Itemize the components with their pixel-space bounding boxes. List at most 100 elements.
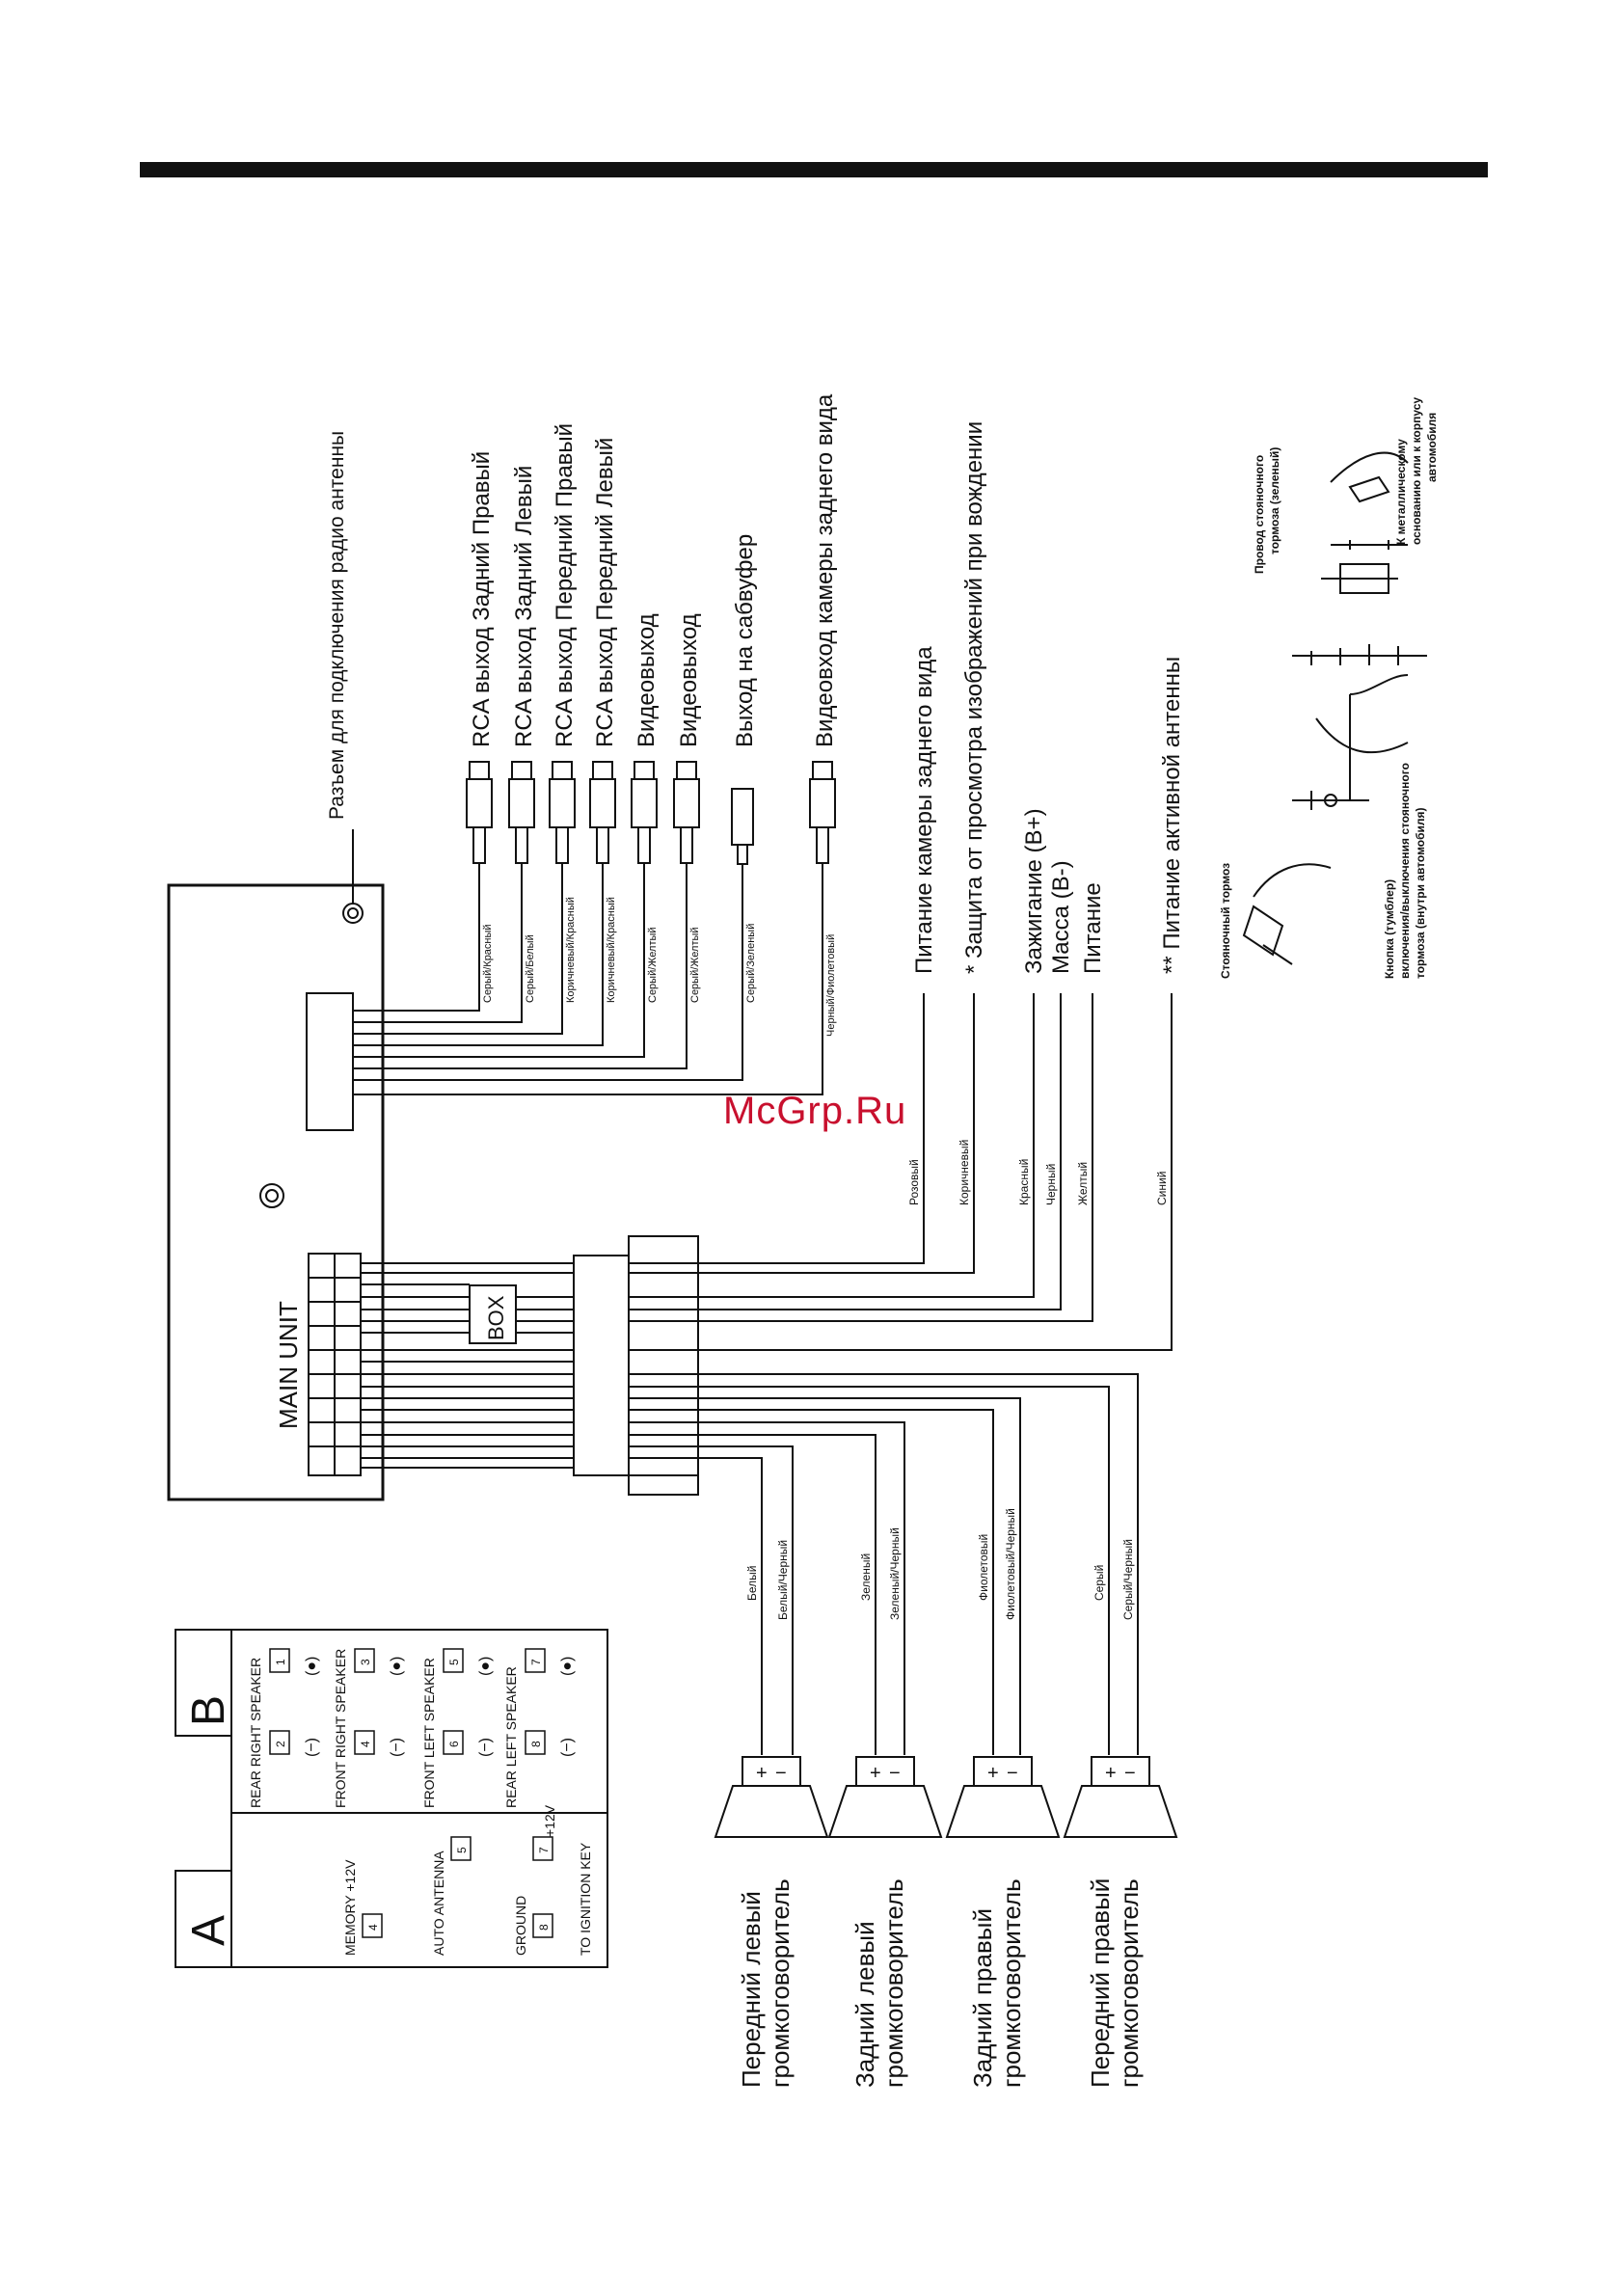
rca-plug-body — [631, 778, 658, 828]
speaker-cone-icon — [945, 1785, 1061, 1838]
antenna-socket-icon — [342, 829, 364, 924]
pin-box — [525, 1730, 546, 1755]
speaker-label: Передний правыйгромкоговоритель — [1086, 1878, 1144, 2088]
speaker-plus-wire — [629, 1409, 994, 1755]
rca-wire-color: Серый/Зеленый — [745, 924, 757, 1003]
power-wire-color: Красный — [1017, 1159, 1031, 1205]
speaker-plus-wire — [629, 1434, 876, 1755]
rca-wires — [353, 863, 823, 1095]
speaker-plus-color: Фиолетовый — [977, 1534, 990, 1601]
pin-number: 7 — [529, 1659, 543, 1665]
speaker-terminal-box — [1091, 1756, 1150, 1787]
rca-plug-tip — [552, 761, 573, 780]
speaker-minus-color: Белый/Черный — [776, 1540, 790, 1620]
rca-wire — [353, 863, 688, 1069]
rca-plug-tip — [511, 761, 532, 780]
rca-plug-neck — [555, 826, 569, 864]
antenna-socket-label: Разъем для подключения радио антенны — [326, 431, 348, 820]
pin-box — [532, 1913, 553, 1938]
speaker-cone-icon — [714, 1785, 829, 1838]
pin-box — [354, 1648, 375, 1673]
pin-box — [362, 1913, 383, 1938]
filter-box — [469, 1284, 517, 1344]
speaker-plus-color: Белый — [745, 1566, 759, 1601]
pin-number: 2 — [274, 1741, 287, 1747]
speaker-terminal-box — [973, 1756, 1033, 1787]
rca-plug-body — [589, 778, 616, 828]
power-wire — [629, 993, 1035, 1298]
negative-sign: (−) — [559, 1738, 576, 1757]
parking-brake-ground-label: К металлическому — [1394, 439, 1408, 545]
minus-sign: − — [1007, 1763, 1018, 1784]
speaker-group-label: REAR LEFT SPEAKER — [503, 1666, 519, 1808]
power-wire-color: Синий — [1155, 1172, 1169, 1205]
harness-connector — [308, 1253, 362, 1476]
rca-wire-color: Серый/Желтый — [647, 927, 659, 1003]
power-wire — [629, 993, 1093, 1322]
rca-plug-body — [549, 778, 576, 828]
parking-brake-button-label: тормоза (внутри автомобиля) — [1414, 807, 1427, 979]
rca-plug-body — [466, 778, 493, 828]
rca-plug-tip — [469, 761, 490, 780]
rca-wire — [353, 863, 743, 1081]
speaker-minus-color: Зеленый/Черный — [888, 1527, 902, 1620]
rca-plug-neck — [596, 826, 609, 864]
rca-plug-tip — [812, 761, 833, 780]
connector-b-letter: B — [183, 1695, 234, 1726]
parking-brake-wire-label: Провод стояночного — [1253, 455, 1266, 574]
power-wire — [629, 993, 925, 1264]
rca-wire-color: Серый/Белый — [525, 934, 536, 1003]
rca-output-label: RCA выход Задний Левый — [511, 466, 537, 747]
minus-sign: − — [775, 1763, 787, 1784]
plug-tip — [737, 844, 748, 865]
rca-wire — [353, 863, 480, 1012]
watermark-text: McGrp.Ru — [723, 1090, 907, 1132]
speaker-minus-color: Фиолетовый/Черный — [1004, 1508, 1017, 1620]
speaker-group-label: FRONT RIGHT SPEAKER — [333, 1649, 348, 1808]
rca-wire — [353, 863, 645, 1058]
connector-a-letter-box — [175, 1870, 232, 1968]
power-wire — [629, 993, 1062, 1310]
main-unit-box — [167, 883, 385, 1501]
rca-plug-neck — [637, 826, 651, 864]
speaker-terminal-box — [855, 1756, 915, 1787]
rca-plug-tip — [634, 761, 655, 780]
pin-label: GROUND — [513, 1896, 528, 1956]
pin-box — [450, 1836, 472, 1861]
speaker-plus-wire — [629, 1457, 763, 1755]
connector-pinout — [175, 1629, 608, 1968]
parking-brake-title: Стояночный тормоз — [1219, 863, 1232, 979]
pin-number: 4 — [359, 1741, 372, 1747]
negative-sign: (−) — [477, 1738, 494, 1757]
parking-brake-illustration — [1242, 451, 1427, 965]
minus-sign: − — [1124, 1763, 1136, 1784]
plus-sign: + — [756, 1763, 768, 1784]
rca-output-label: Видеовыход — [676, 613, 702, 747]
pin-label: AUTO ANTENNA — [431, 1850, 446, 1956]
rca-wire — [353, 863, 523, 1023]
rca-wire — [353, 863, 563, 1035]
rca-connector-block — [306, 992, 354, 1131]
rca-wire-color: Коричневый/Красный — [565, 897, 577, 1003]
pin-number: 7 — [537, 1847, 551, 1853]
rca-plug-neck — [472, 826, 486, 864]
speaker-cone-icon — [827, 1785, 943, 1838]
power-wire-color: Черный — [1044, 1164, 1058, 1205]
pin-box — [354, 1730, 375, 1755]
connector-a-letter: A — [183, 1915, 234, 1946]
parking-brake-ground-label: основанию или к корпусу — [1410, 397, 1423, 545]
rca-plug-tip — [676, 761, 697, 780]
parking-brake-button-label: включения/выключения стояночного — [1398, 763, 1412, 979]
rca-wire-color: Серый/Желтый — [689, 927, 701, 1003]
volume-knob — [259, 1183, 284, 1208]
rca-output-label: Выход на сабвуфер — [732, 534, 758, 747]
pin-number: 5 — [447, 1659, 461, 1665]
power-wire-label: Питание — [1080, 882, 1106, 974]
header-bar — [140, 162, 1488, 177]
pin-number: 6 — [447, 1741, 461, 1747]
power-wire-label: ** Питание активной антенны — [1159, 657, 1185, 974]
power-wire-label: Масса (B-) — [1048, 860, 1074, 974]
rca-plug-body — [673, 778, 700, 828]
parking-brake-labels: Стояночный тормоз Провод стояночного тормо… — [1219, 397, 1439, 979]
harness-plug — [573, 1255, 630, 1476]
